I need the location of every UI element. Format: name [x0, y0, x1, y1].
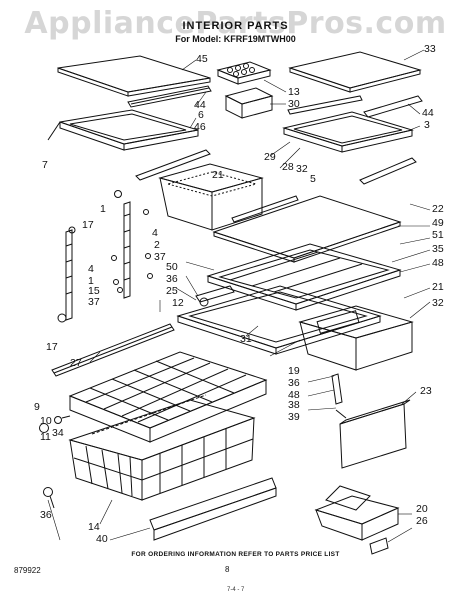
callout: 17	[82, 219, 94, 231]
ladder-screws	[111, 209, 153, 293]
callout: 21	[432, 281, 444, 293]
callout: 17	[46, 341, 58, 353]
page-number: 8	[225, 565, 230, 574]
watermark: AppliancePartsPros.com	[24, 6, 447, 41]
callout: 31	[240, 333, 252, 345]
callout: 15	[88, 285, 100, 297]
callout: 4	[88, 263, 94, 275]
callout: 3	[424, 119, 430, 131]
callout: 26	[416, 515, 428, 527]
callout: 34	[52, 427, 64, 439]
callout: 36	[166, 273, 178, 285]
callout: 6	[198, 109, 204, 121]
callout: 9	[34, 401, 40, 413]
cover-support-left	[195, 285, 235, 307]
diagram-title: INTERIOR PARTS	[182, 20, 289, 32]
wire-shelf-basket	[68, 351, 268, 443]
shelf-trim-right	[287, 95, 423, 118]
crisper-cover-frame	[206, 243, 402, 311]
model-number: For Model: KFRF19MTWH00	[175, 34, 296, 44]
dairy-bin	[224, 87, 274, 119]
shelf-front-trim	[51, 323, 175, 377]
callout: 28	[282, 161, 294, 173]
egg-tray	[216, 61, 272, 85]
callout: 22	[432, 203, 444, 215]
callout: 23	[420, 385, 432, 397]
callout: 30	[288, 98, 300, 110]
callout: 32	[296, 163, 308, 175]
callout: 36	[40, 509, 52, 521]
shelf-frame-left	[47, 109, 199, 151]
leader-lines	[47, 49, 431, 543]
shelf-ladder-right	[114, 190, 131, 299]
callout: 21	[212, 169, 224, 181]
callout: 50	[166, 261, 178, 273]
callout: 19	[288, 365, 300, 377]
callout: 5	[310, 173, 316, 185]
meat-keeper-bin	[314, 485, 400, 541]
bin-clip	[369, 537, 389, 555]
callout: 20	[416, 503, 428, 515]
callout: 29	[264, 151, 276, 163]
callout: 14	[88, 521, 100, 533]
crisper-pan-lower	[298, 305, 414, 371]
shelf-rear-rail-left	[135, 149, 211, 181]
callout: 48	[432, 257, 444, 269]
callout: 13	[288, 86, 300, 98]
shelf-frame-right	[282, 111, 414, 153]
callout: 51	[432, 229, 444, 241]
crisper-rail	[231, 195, 299, 223]
callout: 32	[432, 297, 444, 309]
wire-freezer-basket	[68, 394, 256, 501]
callout: 36	[288, 377, 300, 389]
callout: 35	[432, 243, 444, 255]
callout: 37	[154, 251, 166, 263]
callout: 12	[172, 297, 184, 309]
callout: 49	[432, 217, 444, 229]
callout: 38	[288, 399, 300, 411]
crisper-pan-upper	[158, 163, 264, 231]
callout: 44	[422, 107, 434, 119]
glass-shelf-left	[57, 55, 211, 97]
callout: 2	[154, 239, 160, 251]
callout: 46	[194, 121, 206, 133]
callout: 25	[166, 285, 178, 297]
callout: 1	[100, 203, 106, 215]
callout: 45	[196, 53, 208, 65]
callout: 1	[88, 275, 94, 287]
ordering-note: FOR ORDERING INFORMATION REFER TO PARTS …	[131, 551, 340, 558]
crisper-cover-glass	[212, 195, 402, 263]
callout-labels: 45 33 13 30 44 6 46 44 3 7 29 28 21 32 5…	[34, 43, 444, 545]
diagram-code: 879922	[14, 566, 41, 575]
callout: 39	[288, 411, 300, 423]
shelf-ladder-left	[57, 226, 76, 323]
callout: 10	[40, 415, 52, 427]
callout: 37	[88, 296, 100, 308]
support-bracket	[331, 373, 347, 419]
shelf-rear-rail-right	[359, 157, 417, 185]
callout: 44	[194, 99, 206, 111]
drawer-front-trim	[149, 477, 277, 541]
callout: 7	[42, 159, 48, 171]
callout: 4	[152, 227, 158, 239]
callout: 11	[40, 431, 51, 443]
shelf-trim-left	[127, 85, 212, 108]
lower-shelf-frame	[176, 285, 382, 355]
crisper-front-panel	[339, 399, 411, 469]
glass-shelf-right	[288, 51, 422, 93]
basket-hardware	[39, 415, 71, 509]
revision-mark: 7-4 - 7	[227, 587, 245, 593]
callout: 48	[288, 389, 300, 401]
callout: 33	[424, 43, 436, 55]
callout: 40	[96, 533, 108, 545]
callout: 27	[70, 357, 82, 369]
